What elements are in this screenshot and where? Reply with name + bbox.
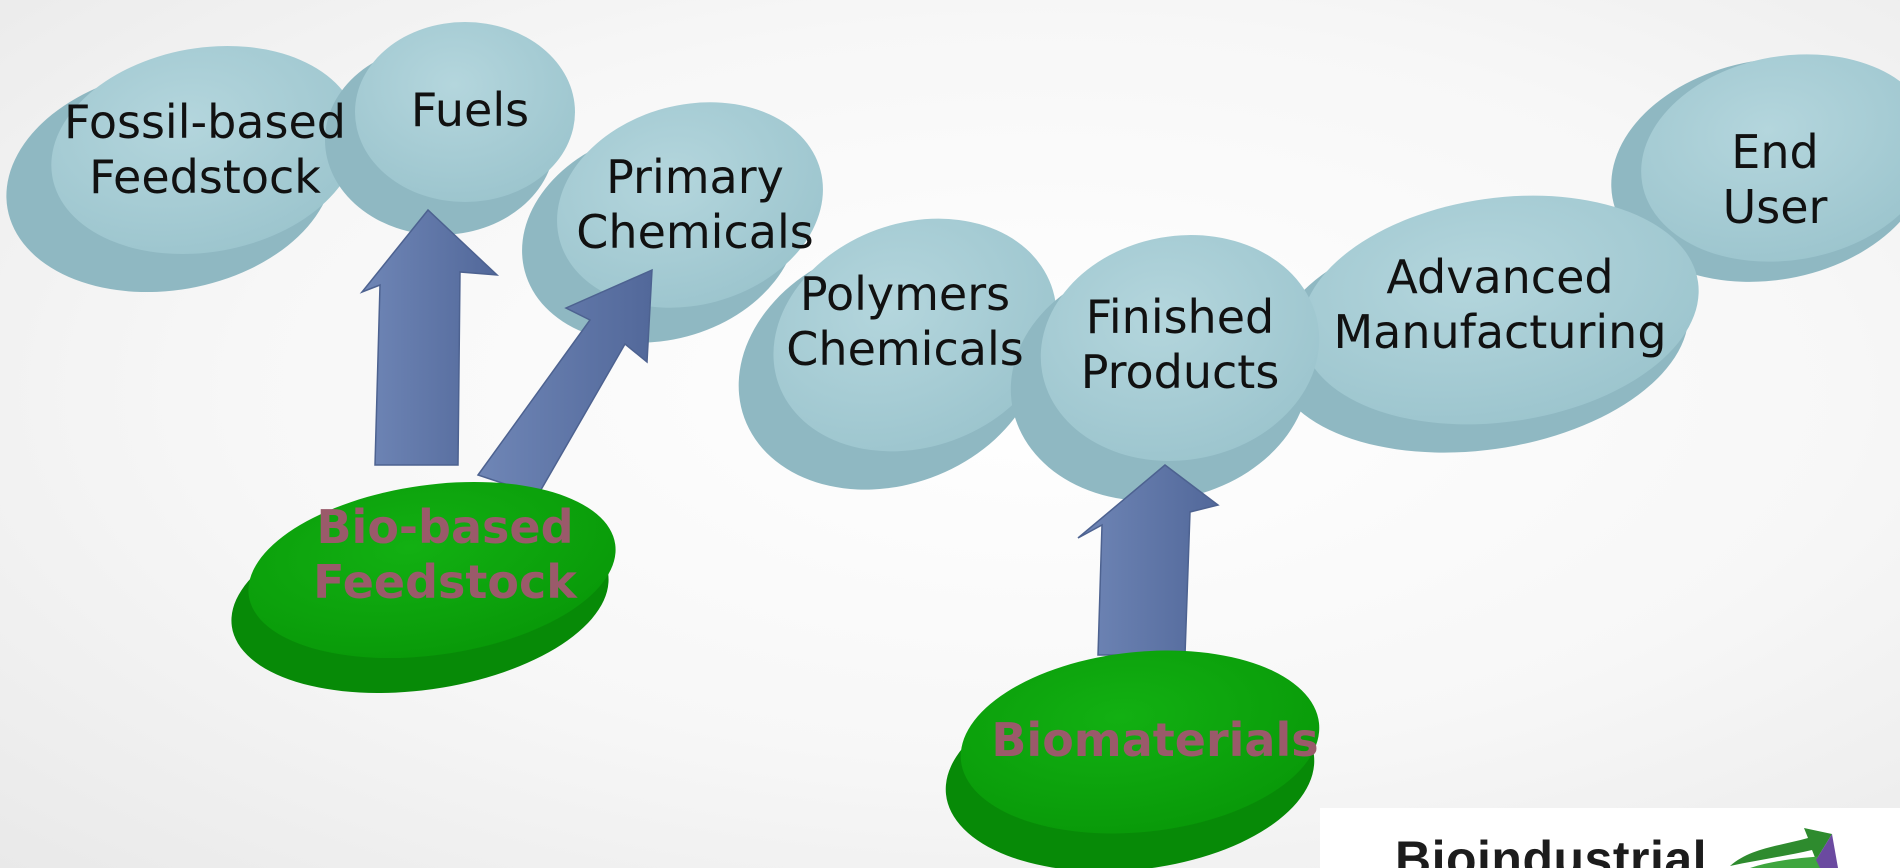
node-end-user-disc [1611, 54, 1900, 282]
node-advanced-manufacturing-disc [1271, 195, 1699, 453]
node-fuels-disc [325, 22, 575, 235]
node-primary-chemicals-disc [522, 102, 823, 343]
node-finished-products-disc [1010, 235, 1320, 502]
node-fossil-feedstock-disc [6, 46, 359, 293]
node-finished-products-label: Finished Products [1080, 290, 1280, 399]
node-advanced-manufacturing-label: Advanced Manufacturing [1333, 250, 1667, 359]
logo-leaf-icon [1730, 828, 1838, 868]
node-bio-feedstock-label: Bio-based Feedstock [313, 500, 577, 609]
node-end-user-label: End User [1722, 125, 1828, 234]
node-biomaterials-label: Biomaterials [991, 712, 1319, 767]
arrow-biomaterials-to-finished-products [1077, 464, 1220, 656]
node-fossil-feedstock-label: Fossil-based Feedstock [64, 95, 346, 204]
node-bio-feedstock-disc [231, 481, 616, 693]
arrow-bio-to-fuels [359, 208, 500, 466]
arrow-bio-to-primary-chemicals [476, 268, 653, 496]
node-biomaterials-disc [945, 650, 1320, 868]
node-fuels-label: Fuels [410, 82, 530, 137]
node-polymers-chemicals-disc [738, 218, 1057, 490]
logo-text: Bioindustrial [1395, 831, 1708, 868]
bioindustrial-logo: Bioindustrial [1320, 808, 1900, 868]
node-polymers-chemicals-label: Polymers Chemicals [786, 267, 1024, 376]
node-primary-chemicals-label: Primary Chemicals [576, 150, 814, 259]
